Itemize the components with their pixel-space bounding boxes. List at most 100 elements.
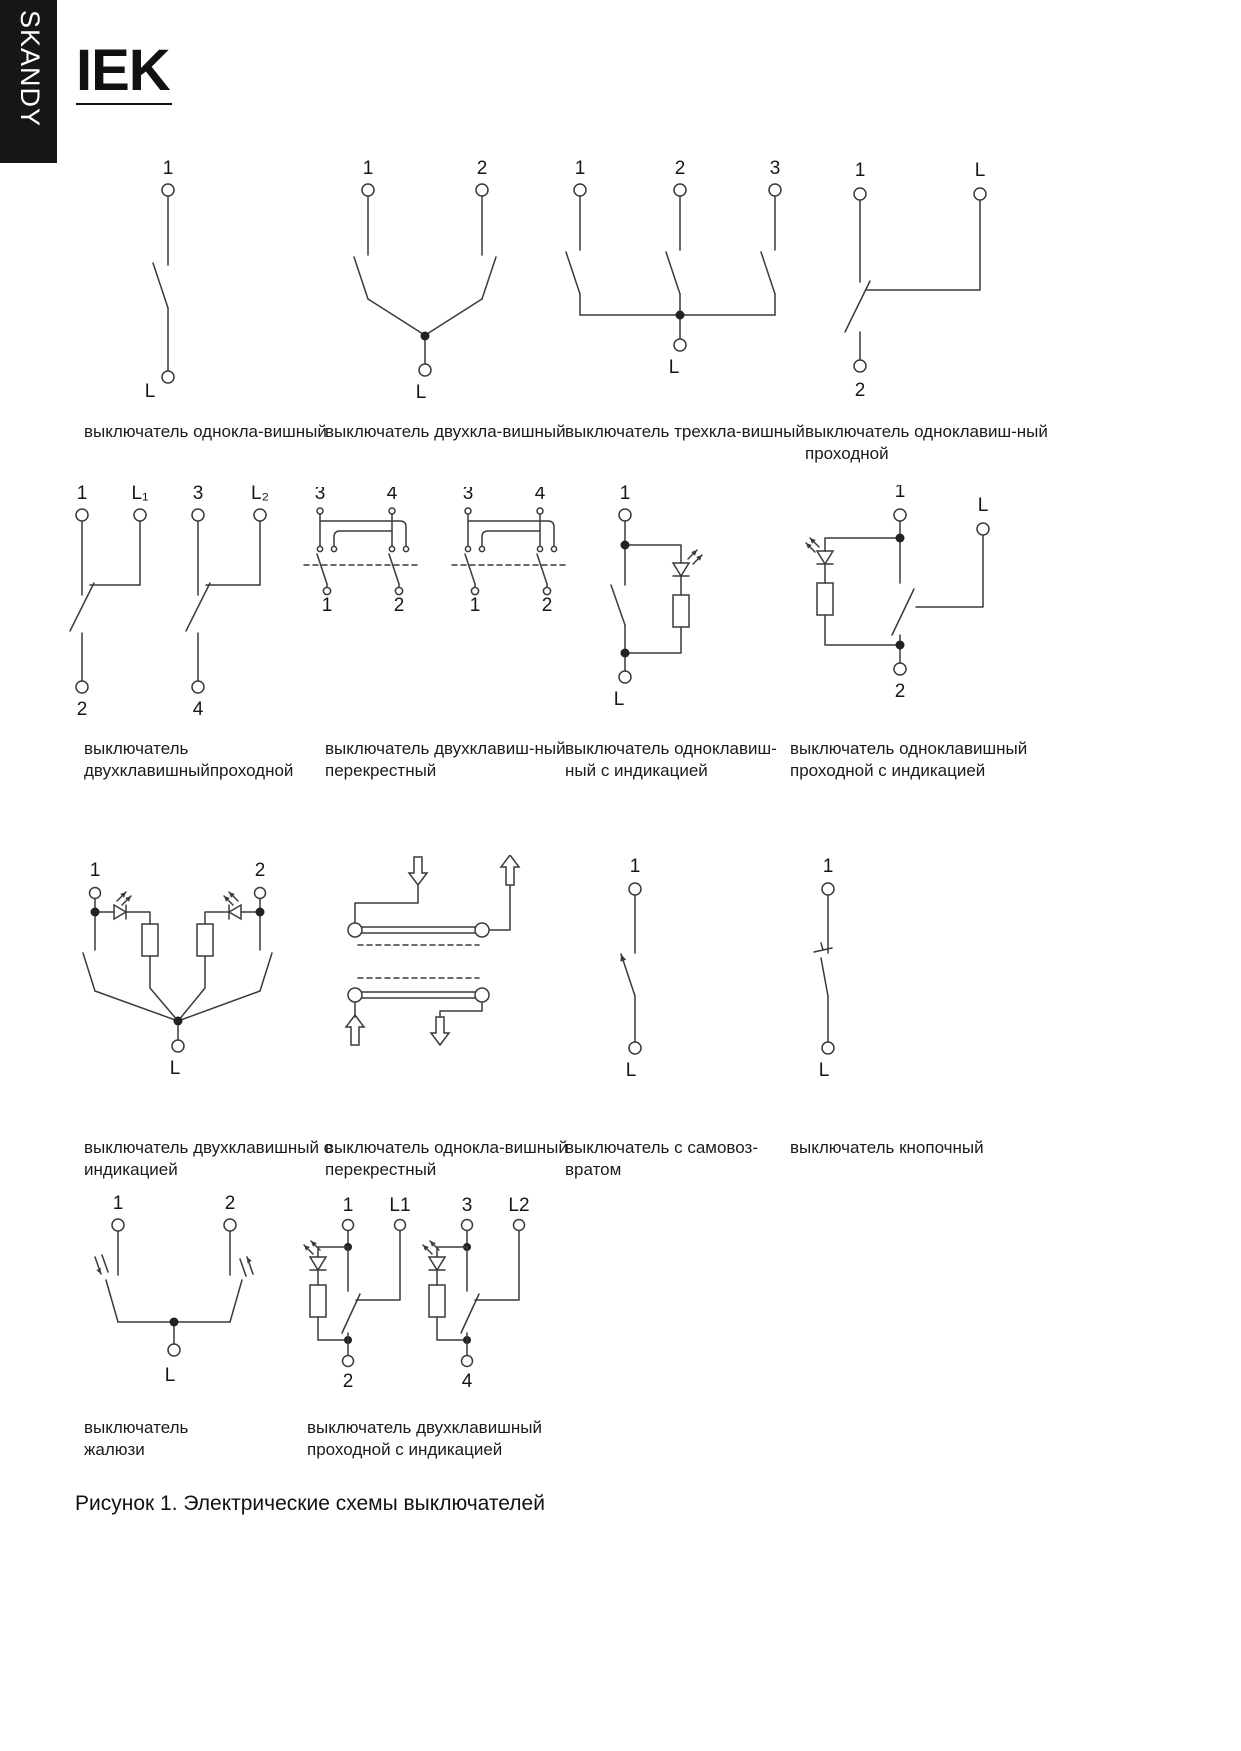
resistor-icon	[141, 923, 159, 957]
iek-logo-text: IEK	[76, 38, 171, 103]
diagram-caption: выключатель одноклавишный проходной с ин…	[790, 739, 1028, 780]
diagram-caption: выключатель двухкла-вишный	[325, 422, 566, 441]
terminal	[618, 670, 632, 684]
brand-sidebar: SKANDY	[0, 0, 57, 163]
terminal	[821, 1041, 835, 1055]
terminal	[853, 187, 867, 201]
terminal-label: L1	[389, 1195, 410, 1216]
terminal-label: 2	[343, 1371, 354, 1392]
terminal	[133, 508, 147, 522]
terminal-label: 2	[675, 160, 686, 179]
junction-dot	[620, 648, 630, 658]
schematic-single-switch: 1 L	[145, 160, 175, 402]
switch-blade	[82, 952, 96, 992]
terminal	[618, 508, 632, 522]
schematic-push-button-switch: 1 L	[813, 858, 835, 1081]
schematic-self-return-switch: 1 L	[620, 858, 642, 1081]
terminal	[111, 1218, 125, 1232]
terminal-label: 2	[542, 595, 553, 616]
contact-roller	[347, 987, 363, 1003]
terminal	[673, 338, 687, 352]
switch-blade	[820, 957, 829, 997]
terminal-label: 3	[770, 160, 781, 179]
led-ray-icon	[223, 895, 234, 906]
arrow-up-icon	[500, 855, 520, 886]
terminal-label: L	[975, 160, 986, 181]
terminal	[361, 183, 375, 197]
resistor-icon	[816, 582, 834, 616]
terminal	[88, 886, 102, 900]
terminal	[673, 183, 687, 197]
terminal-label: L	[626, 1060, 637, 1081]
switch-blade	[185, 582, 211, 632]
junction-dot	[675, 310, 685, 320]
schematic-single-cross-switch	[345, 855, 520, 1046]
terminal	[821, 882, 835, 896]
terminal-label: L	[170, 1058, 181, 1079]
diagram-caption: выключатель трехкла-вишный	[565, 422, 805, 441]
schematic-single-pass-switch-indicator: 1 L 2	[805, 485, 990, 702]
junction-dot	[895, 533, 905, 543]
junction-dot	[173, 1016, 183, 1026]
terminal	[171, 1039, 185, 1053]
terminal-label: 2	[895, 681, 906, 702]
terminal-label: 2	[255, 860, 266, 881]
terminal	[223, 1218, 237, 1232]
terminal-label: 2	[477, 160, 488, 179]
schematic-double-switch: 1 2 L	[353, 160, 497, 403]
diagram-caption: выключатель двухклавишныйпроходной	[84, 739, 294, 780]
terminal	[253, 886, 267, 900]
terminal-label: L	[416, 382, 427, 403]
push-button-symbol	[813, 942, 833, 953]
arrow-up-icon	[345, 1014, 365, 1046]
self-return-arrow-icon	[620, 954, 627, 962]
terminal	[893, 508, 907, 522]
led-ray-icon	[228, 891, 239, 902]
terminal-label: 1	[363, 160, 374, 179]
terminal-label: L	[978, 495, 989, 516]
terminal-label: L	[614, 689, 625, 710]
diagram-caption: выключатель жалюзи	[84, 1418, 189, 1459]
terminal-label: 1	[113, 1195, 124, 1214]
terminal-label: 1	[620, 485, 631, 504]
terminal	[628, 882, 642, 896]
terminal-label: 2	[77, 699, 88, 720]
switch-blade	[665, 251, 681, 295]
led-ray-icon	[805, 542, 816, 553]
terminal-label: L	[819, 1060, 830, 1081]
terminal-label: 1	[823, 858, 834, 877]
terminal	[253, 508, 267, 522]
terminal-label: 1	[855, 160, 866, 181]
terminal-label: 2	[225, 1195, 236, 1214]
schematic-blinds-switch: 1 2 L	[94, 1195, 254, 1386]
terminal	[161, 183, 175, 197]
terminal-label: 1	[163, 160, 174, 179]
switch-blade	[229, 1279, 243, 1323]
diagram-caption: выключатель однокла-вишный перекрестный	[325, 1138, 568, 1179]
schematic-single-pass-switch: 1 L 2	[844, 160, 987, 401]
switch-blade	[760, 251, 776, 295]
brand-vertical-text: SKANDY	[15, 10, 45, 128]
diagram-caption: выключатель кнопочный	[790, 1138, 984, 1157]
terminal	[628, 1041, 642, 1055]
schematic-double-switch-indicator: 1 2	[82, 860, 273, 1079]
wires	[624, 520, 682, 672]
contact-roller	[474, 922, 490, 938]
terminal	[167, 1343, 181, 1357]
terminal	[75, 508, 89, 522]
switch-blade	[620, 953, 636, 997]
diagram-caption: выключатель двухклавиш-ный перекрестный	[325, 739, 566, 780]
terminal	[191, 508, 205, 522]
terminal-label: L₁	[132, 485, 149, 504]
switch-blade	[891, 588, 915, 636]
terminal	[191, 680, 205, 694]
terminal	[976, 522, 990, 536]
switch-blade	[844, 280, 871, 333]
logo-underline	[76, 103, 172, 105]
switch-blade	[610, 584, 626, 626]
wires	[117, 1230, 231, 1345]
junction-dot	[420, 331, 430, 341]
diagram-caption: выключатель однокла-вишный	[84, 422, 327, 441]
schematic-triple-switch: 1 2 3 L	[565, 160, 782, 378]
blinds-down-arrow-icon	[94, 1254, 109, 1275]
